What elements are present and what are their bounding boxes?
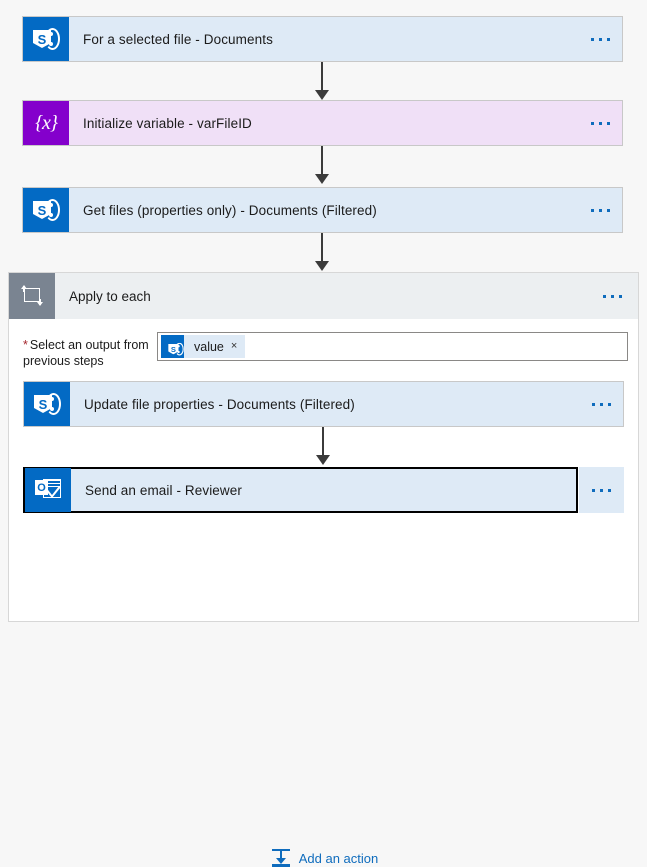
flow-step-card[interactable]: S Get files (properties only) - Document… bbox=[22, 187, 623, 233]
connector-arrow bbox=[315, 62, 329, 100]
add-an-action-button[interactable]: Add an action bbox=[9, 849, 640, 867]
sharepoint-icon: S bbox=[23, 188, 69, 232]
ellipsis-icon bbox=[591, 402, 611, 406]
sharepoint-icon: S bbox=[161, 335, 184, 358]
flow-step-body[interactable]: S For a selected file - Documents bbox=[22, 16, 578, 62]
variable-glyph-text: {x} bbox=[35, 112, 58, 134]
apply-to-each-title: Apply to each bbox=[69, 288, 151, 304]
flow-step-menu-button[interactable] bbox=[579, 467, 624, 513]
flow-step-title: Get files (properties only) - Documents … bbox=[83, 202, 377, 218]
flow-step-card[interactable]: O Send an email - Reviewer bbox=[23, 467, 624, 513]
ellipsis-icon bbox=[590, 208, 610, 212]
select-output-label-text: Select an output from previous steps bbox=[23, 338, 149, 368]
flow-step-menu-button[interactable] bbox=[579, 381, 624, 427]
ellipsis-icon bbox=[590, 121, 610, 125]
flow-step-menu-button[interactable] bbox=[578, 187, 623, 233]
ellipsis-icon bbox=[602, 294, 622, 298]
insert-action-icon bbox=[271, 849, 291, 867]
apply-to-each-menu-button[interactable] bbox=[586, 273, 638, 319]
select-output-label: *Select an output from previous steps bbox=[23, 332, 157, 369]
flow-step-body[interactable]: O Send an email - Reviewer bbox=[23, 467, 578, 513]
ellipsis-icon bbox=[592, 488, 611, 492]
loop-icon bbox=[9, 273, 55, 319]
flow-step-title: Send an email - Reviewer bbox=[85, 482, 242, 498]
close-icon[interactable]: × bbox=[230, 340, 238, 352]
ellipsis-icon bbox=[590, 37, 610, 41]
select-output-input[interactable]: S value × bbox=[157, 332, 628, 361]
flow-step-menu-button[interactable] bbox=[578, 16, 623, 62]
apply-to-each-header[interactable]: Apply to each bbox=[9, 273, 638, 319]
variable-icon: {x} bbox=[23, 101, 69, 145]
outlook-letter: O bbox=[35, 480, 48, 495]
flow-step-title: Initialize variable - varFileID bbox=[83, 115, 252, 131]
sharepoint-letter: S bbox=[168, 343, 179, 355]
connector-arrow bbox=[316, 427, 330, 465]
flow-step-menu-button[interactable] bbox=[578, 100, 623, 146]
flow-step-card[interactable]: S For a selected file - Documents bbox=[22, 16, 623, 62]
flow-step-card[interactable]: {x} Initialize variable - varFileID bbox=[22, 100, 623, 146]
output-token-label: value bbox=[194, 339, 224, 354]
flow-step-body[interactable]: S Get files (properties only) - Document… bbox=[22, 187, 578, 233]
apply-to-each-scope[interactable]: Apply to each *Select an output from pre… bbox=[8, 272, 639, 867]
flow-step-body[interactable]: S Update file properties - Documents (Fi… bbox=[23, 381, 579, 427]
outlook-icon: O bbox=[25, 468, 71, 512]
required-marker: * bbox=[23, 338, 28, 352]
output-token[interactable]: S value × bbox=[161, 335, 246, 358]
flow-step-body[interactable]: {x} Initialize variable - varFileID bbox=[22, 100, 578, 146]
flow-step-title: Update file properties - Documents (Filt… bbox=[84, 396, 355, 412]
connector-arrow bbox=[315, 146, 329, 184]
sharepoint-icon: S bbox=[23, 17, 69, 61]
flow-step-title: For a selected file - Documents bbox=[83, 31, 273, 47]
flow-step-card[interactable]: S Update file properties - Documents (Fi… bbox=[23, 381, 624, 427]
add-an-action-label: Add an action bbox=[298, 850, 379, 866]
connector-arrow bbox=[315, 233, 329, 271]
sharepoint-icon: S bbox=[24, 382, 70, 426]
select-output-field-row: *Select an output from previous steps S … bbox=[23, 332, 628, 369]
